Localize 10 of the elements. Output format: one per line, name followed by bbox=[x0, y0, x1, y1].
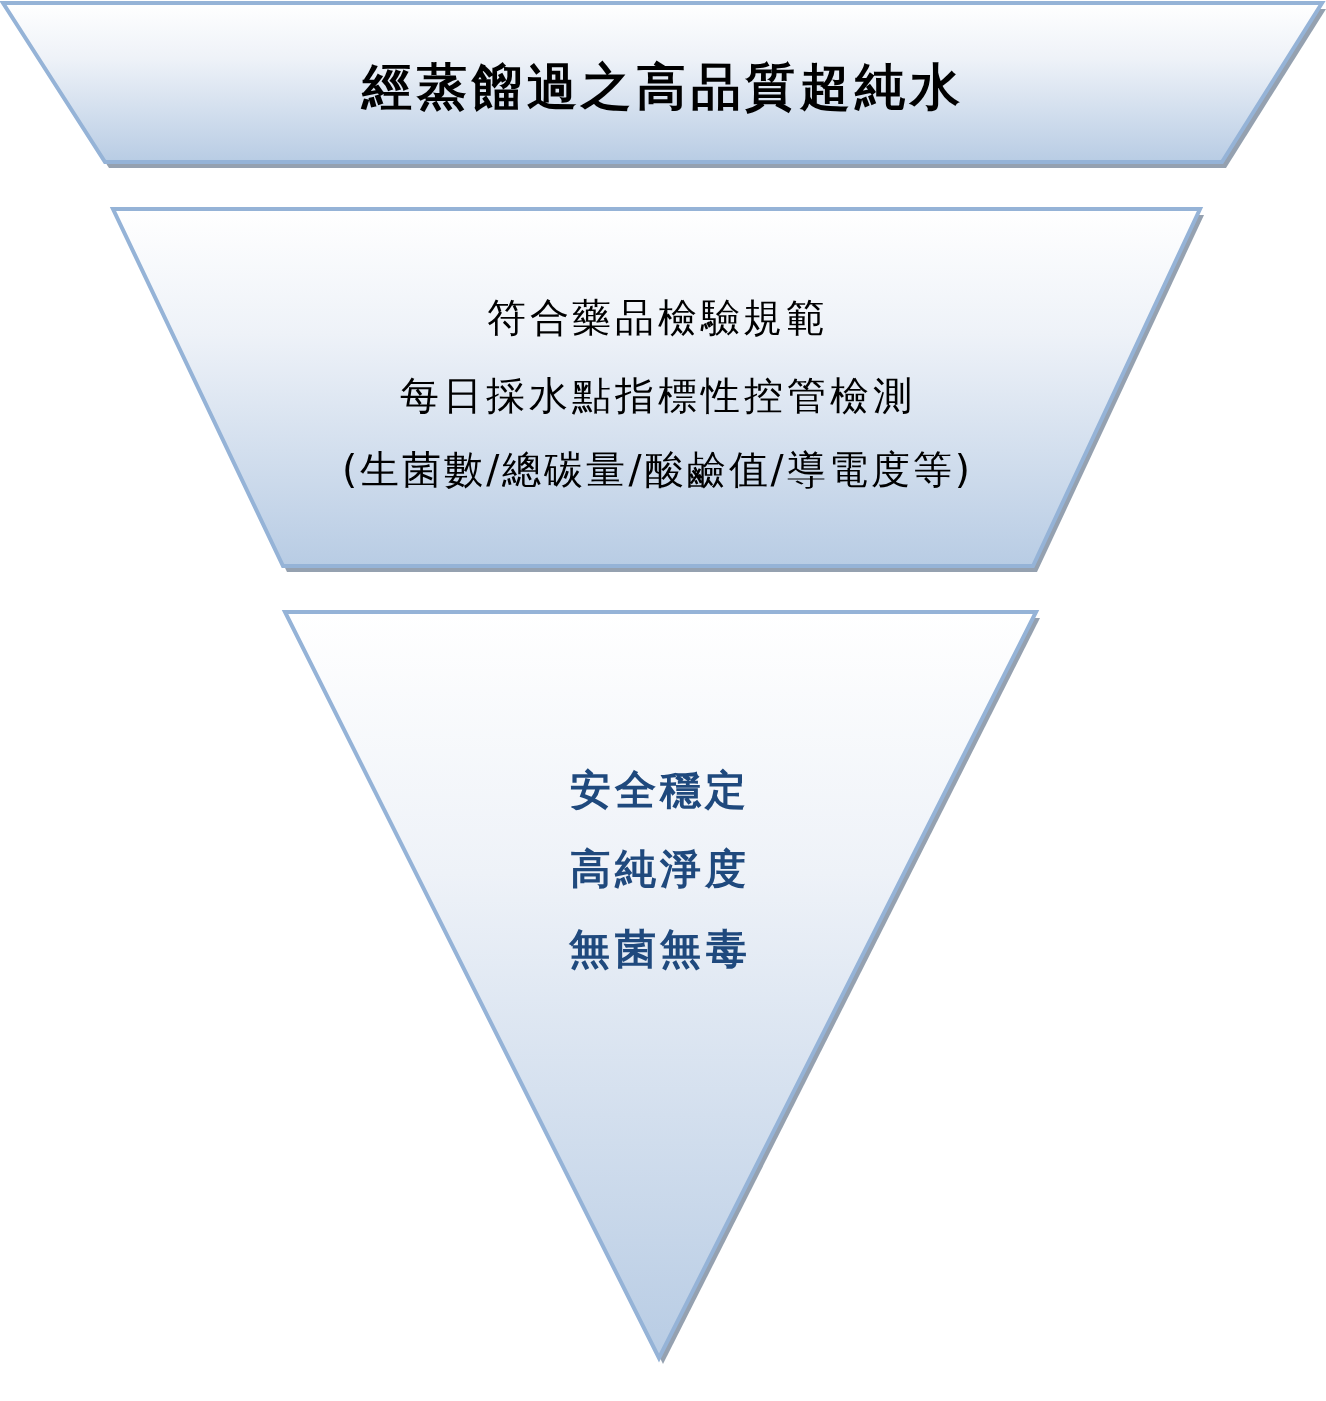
band-text: 符合藥品檢驗規範 bbox=[485, 295, 829, 341]
band-text: (生菌數/總碳量/酸鹼值/導電度等) bbox=[341, 447, 973, 493]
band-title: 經蒸餾過之高品質超純水 bbox=[360, 59, 965, 117]
band-text: 高純淨度 bbox=[569, 846, 750, 894]
band-text: 無菌無毒 bbox=[568, 926, 752, 974]
band-text: 安全穩定 bbox=[569, 767, 750, 815]
trapezoid-band bbox=[111, 207, 1206, 574]
trapezoid-band bbox=[1, 1, 1326, 170]
band-text: 每日採水點指標性控管檢測 bbox=[398, 373, 917, 419]
triangle-band bbox=[283, 610, 1042, 1366]
